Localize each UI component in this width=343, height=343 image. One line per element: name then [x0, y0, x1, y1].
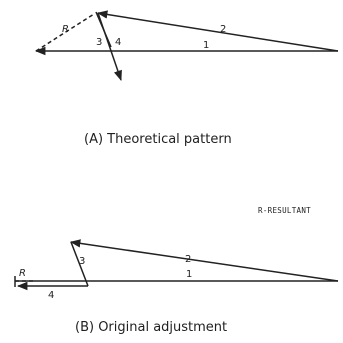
caption-a: (A) Theoretical pattern — [84, 132, 232, 147]
diagram-b-label-3: 3 — [79, 256, 85, 267]
diagram-b-label-r: R — [19, 268, 26, 279]
diagram-b-label-4: 4 — [48, 290, 54, 301]
diagram-a: R 1 2 3 4 — [34, 10, 339, 81]
diagram-a-label-3: 3 — [96, 37, 102, 48]
diagram-b-vector-2 — [69, 239, 339, 282]
caption-b: (B) Original adjustment — [75, 320, 227, 335]
diagram-a-label-1: 1 — [203, 40, 209, 51]
diagram-b-label-2: 2 — [185, 254, 191, 265]
diagram-a-vector-2 — [96, 10, 339, 52]
diagram-a-label-r: R — [62, 24, 69, 35]
diagram-a-label-2: 2 — [220, 24, 226, 35]
diagram-b-label-1: 1 — [186, 269, 192, 280]
legend-resultant: R-RESULTANT — [258, 206, 311, 215]
diagram-a-resultant — [35, 13, 95, 52]
diagram-a-label-4: 4 — [115, 37, 121, 48]
diagram-b: R 1 2 3 4 — [14, 239, 339, 301]
diagram-a-vector-4 — [97, 12, 122, 81]
diagram-b-vector-3 — [70, 241, 89, 287]
